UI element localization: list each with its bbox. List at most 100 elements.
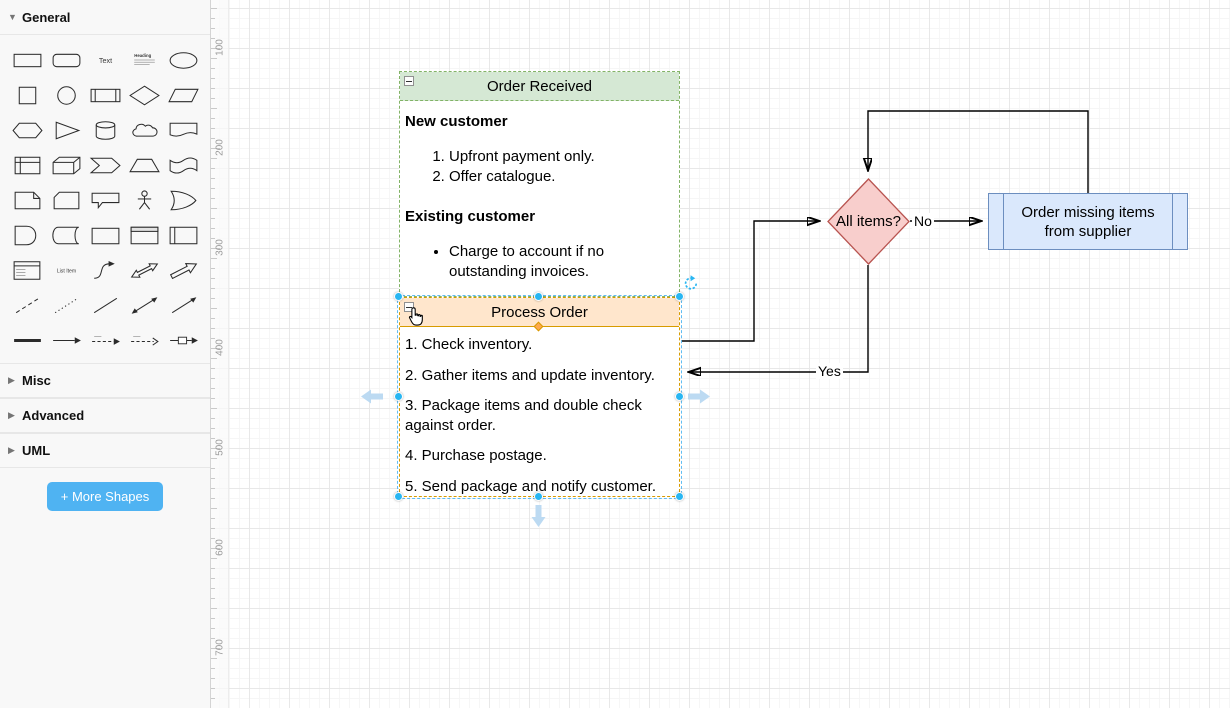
nav-arrow-left-icon[interactable]: [361, 389, 383, 409]
node-order-received[interactable]: Order Received New customer Upfront paym…: [399, 71, 680, 297]
resize-handle-e[interactable]: [675, 392, 684, 401]
order-received-title: Order Received: [486, 77, 593, 95]
resize-handle-w[interactable]: [394, 392, 403, 401]
shape-rounded-rectangle[interactable]: [47, 43, 86, 77]
nav-arrow-down-icon[interactable]: [531, 505, 546, 532]
ruler-label: 100: [214, 39, 226, 56]
order-received-header[interactable]: Order Received: [400, 72, 679, 101]
shape-cloud[interactable]: [125, 113, 164, 147]
shape-cylinder[interactable]: [86, 113, 125, 147]
shape-horizontal-container[interactable]: [164, 218, 203, 252]
section-general[interactable]: ▼ General: [0, 0, 210, 35]
rotate-icon[interactable]: [682, 274, 700, 292]
shape-square[interactable]: [8, 78, 47, 112]
resize-handle-nw[interactable]: [394, 292, 403, 301]
existing-customer-list: Charge to account if no outstanding invo…: [405, 242, 674, 282]
shape-document[interactable]: [164, 113, 203, 147]
shape-note[interactable]: [8, 183, 47, 217]
collapse-icon[interactable]: [404, 302, 414, 312]
shape-data-storage[interactable]: [47, 218, 86, 252]
shape-link[interactable]: [8, 323, 47, 357]
shape-bidirectional-arrow[interactable]: [125, 253, 164, 287]
process-order-item: 5. Send package and notify customer.: [405, 477, 656, 495]
process-order-item: 4. Purchase postage.: [405, 447, 547, 464]
ruler-label: 500: [214, 439, 226, 456]
shape-card[interactable]: [47, 183, 86, 217]
shape-bidirectional-connector[interactable]: [125, 288, 164, 322]
shape-actor[interactable]: [125, 183, 164, 217]
shape-directional-connector[interactable]: [164, 288, 203, 322]
node-all-items-decision[interactable]: All items?: [827, 178, 910, 265]
section-advanced[interactable]: ▶Advanced: [0, 398, 210, 433]
shape-parallelogram[interactable]: [164, 78, 203, 112]
shape-arrow[interactable]: [164, 253, 203, 287]
collapse-icon[interactable]: [404, 76, 414, 86]
edge-label-no[interactable]: No: [912, 213, 934, 229]
shape-frame[interactable]: [125, 218, 164, 252]
shape-diamond[interactable]: [125, 78, 164, 112]
edge-decision-yes-to-process[interactable]: [689, 265, 869, 372]
shape-step[interactable]: [86, 148, 125, 182]
shape-ellipse[interactable]: [164, 43, 203, 77]
shape-rectangle[interactable]: [8, 43, 47, 77]
shape-circle[interactable]: [47, 78, 86, 112]
shape-or[interactable]: [164, 183, 203, 217]
process-order-item: 2. Gather items and update inventory.: [405, 366, 655, 384]
shape-labeled-edge[interactable]: [164, 323, 203, 357]
more-shapes-button[interactable]: + More Shapes: [46, 482, 164, 511]
nav-arrow-right-icon[interactable]: [688, 389, 710, 409]
shape-container[interactable]: [86, 218, 125, 252]
section-misc[interactable]: ▶Misc: [0, 363, 210, 398]
shape-simple-arrow[interactable]: [47, 323, 86, 357]
svg-text:Heading: Heading: [134, 52, 151, 57]
chevron-down-icon: ▼: [8, 12, 17, 22]
shape-tape[interactable]: [164, 148, 203, 182]
ruler-label: 600: [214, 539, 226, 556]
shape-curve[interactable]: [86, 253, 125, 287]
shape-textbox[interactable]: Heading: [125, 43, 164, 77]
shape-line[interactable]: [86, 288, 125, 322]
shape-and[interactable]: [8, 218, 47, 252]
edge-process-to-decision[interactable]: [681, 221, 819, 342]
edge-label-yes[interactable]: Yes: [816, 363, 843, 379]
resize-handle-sw[interactable]: [394, 492, 403, 501]
shape-dotted-line[interactable]: [47, 288, 86, 322]
resize-handle-ne[interactable]: [675, 292, 684, 301]
section-uml[interactable]: ▶UML: [0, 433, 210, 468]
shape-dashed-edge[interactable]: [86, 323, 125, 357]
shape-text[interactable]: Text: [86, 43, 125, 77]
resize-handle-s[interactable]: [534, 492, 543, 501]
process-order-item: 3. Package items and double check agains…: [405, 397, 642, 434]
shape-list[interactable]: [8, 253, 47, 287]
shape-dashed-edge-2[interactable]: [125, 323, 164, 357]
ruler-label: 200: [214, 139, 226, 156]
list-item: Offer catalogue.: [449, 167, 674, 187]
resize-handle-n[interactable]: [534, 292, 543, 301]
svg-text:List Item: List Item: [56, 268, 75, 274]
order-received-body: New customer Upfront payment only.Offer …: [400, 101, 679, 284]
chevron-right-icon: ▶: [8, 410, 15, 420]
node-order-missing-supplier[interactable]: Order missing items from supplier: [988, 193, 1188, 250]
process-order-body: 1. Check inventory.2. Gather items and u…: [400, 327, 679, 515]
shape-triangle[interactable]: [47, 113, 86, 147]
shape-list-item[interactable]: List Item: [47, 253, 86, 287]
section-label: General: [22, 9, 71, 25]
shape-internal-storage[interactable]: [8, 148, 47, 182]
resize-handle-se[interactable]: [675, 492, 684, 501]
supplier-box-label: Order missing items from supplier: [1021, 203, 1155, 240]
shape-trapezoid[interactable]: [125, 148, 164, 182]
shape-cube[interactable]: [47, 148, 86, 182]
shape-dashed-line[interactable]: [8, 288, 47, 322]
chevron-right-icon: ▶: [8, 445, 15, 455]
ruler-label: 700: [214, 639, 226, 656]
chevron-right-icon: ▶: [8, 375, 15, 385]
shape-callout[interactable]: [86, 183, 125, 217]
ruler-label: 300: [214, 239, 226, 256]
shape-process[interactable]: [86, 78, 125, 112]
edge-supplier-to-decision[interactable]: [868, 110, 1089, 193]
shape-hexagon[interactable]: [8, 113, 47, 147]
